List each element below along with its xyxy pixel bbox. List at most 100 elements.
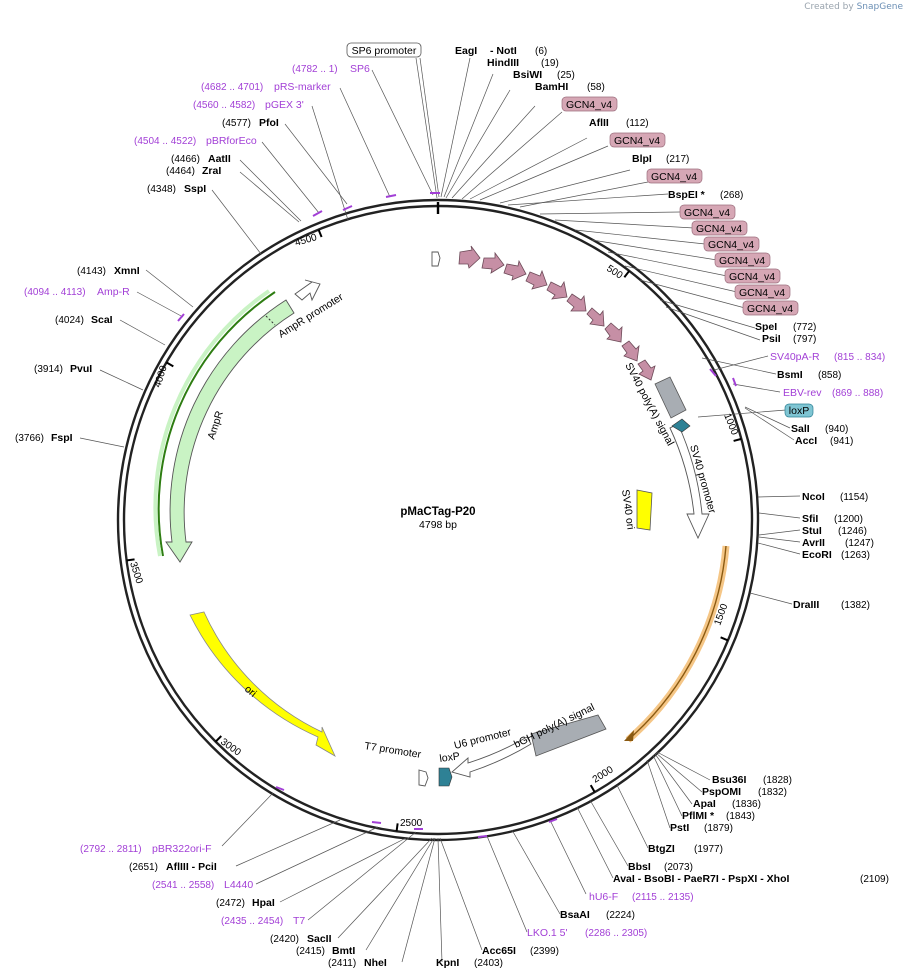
pos-spei: (772)	[793, 322, 816, 333]
label-prs-marker: pRS-marker	[274, 81, 331, 93]
label-ebv-rev: EBV-rev	[783, 387, 822, 399]
label-psii: PsiI	[762, 333, 781, 345]
tick-label-4500: 4500	[294, 232, 319, 249]
pos-psti: (1879)	[704, 823, 733, 834]
label-gcn4-1: GCN4_v4	[566, 99, 612, 111]
pos-noti: (6)	[535, 46, 547, 57]
pos-kpni: (2403)	[474, 958, 503, 969]
label-gcn4-5: GCN4_v4	[696, 223, 742, 235]
label-pbrforeco: pBRforEco	[206, 135, 257, 147]
pos-ncoi: (1154)	[840, 492, 868, 503]
label-blpi: BlpI	[632, 153, 652, 165]
pos-pgex3: (4560 .. 4582)	[193, 100, 255, 111]
ampr-outline-arc	[157, 291, 276, 557]
label-nhei: NheI	[364, 957, 387, 969]
snapgene-logo-text: SnapGene	[856, 2, 903, 12]
plasmid-length: 4798 bp	[419, 519, 457, 531]
feature-ampr: AmpR	[205, 409, 226, 441]
feature-loxp-bottom: loxP	[439, 750, 461, 765]
pos-scai: (4024)	[55, 315, 84, 326]
label-gcn4-9: GCN4_v4	[739, 287, 785, 299]
pos-pspomi: (1832)	[758, 787, 787, 798]
pos-ebv-rev: (869 .. 888)	[832, 388, 883, 399]
label-afliii: AflIII - PciI	[166, 861, 217, 873]
label-bbsi: BbsI	[628, 861, 651, 873]
pos-pbrforeco: (4504 .. 4522)	[134, 136, 196, 147]
tick-mark-2500	[395, 823, 399, 832]
orange-feature-arrowhead	[624, 730, 634, 741]
pos-fspi: (3766)	[15, 433, 44, 444]
label-avrii: AvrII	[802, 537, 825, 549]
pos-t7: (2435 .. 2454)	[221, 916, 283, 927]
snapgene-credit: Created by SnapGene	[804, 2, 903, 12]
label-gcn4-7: GCN4_v4	[719, 255, 765, 267]
label-ecori: EcoRI	[802, 549, 832, 561]
pos-prs-marker: (4682 .. 4701)	[201, 82, 263, 93]
pos-stui: (1246)	[838, 526, 867, 537]
label-xmni: XmnI	[114, 265, 140, 277]
t7-promoter-arrow	[418, 769, 429, 787]
primer-marks	[177, 192, 737, 838]
label-sp6-promoter: SP6 promoter	[352, 45, 417, 57]
sp6-promoter-arrow	[431, 251, 441, 267]
pos-acci: (941)	[830, 436, 853, 447]
label-eagi: EagI	[455, 45, 477, 57]
label-bsiwi: BsiWI	[513, 69, 542, 81]
label-sacii: SacII	[307, 933, 332, 945]
pos-pflmi: (1843)	[726, 811, 755, 822]
label-gcn4-3: GCN4_v4	[651, 171, 697, 183]
label-bspei: BspEI *	[668, 189, 706, 201]
tick-mark-3500	[126, 558, 135, 562]
label-sv40pa-r: SV40pA-R	[770, 351, 820, 363]
pos-pfoi: (4577)	[222, 118, 251, 129]
label-bamhi: BamHI	[535, 81, 568, 93]
pos-apai: (1836)	[732, 799, 761, 810]
pos-bsaai: (2224)	[606, 910, 635, 921]
pos-sp6: (4782 .. 1)	[292, 64, 338, 75]
label-scai: ScaI	[91, 314, 113, 326]
pos-bsu36i: (1828)	[763, 775, 792, 786]
pos-hu6-f: (2115 .. 2135)	[632, 892, 694, 903]
orange-feature-arc	[627, 545, 727, 741]
feature-t7-promoter: T7 promoter	[364, 740, 423, 761]
label-t7: T7	[293, 915, 305, 927]
ampr-promoter-arrow	[294, 279, 321, 302]
sv40-polya-feature	[654, 376, 687, 419]
pos-ecori: (1263)	[841, 550, 870, 561]
label-gcn4-2: GCN4_v4	[614, 135, 660, 147]
label-sspi: SspI	[184, 183, 206, 195]
label-pvui: PvuI	[70, 363, 92, 375]
label-bsmi: BsmI	[777, 369, 803, 381]
pos-pbr322ori: (2792 .. 2811)	[80, 844, 142, 855]
gcn4-arrow-chain	[458, 245, 656, 381]
label-bsaai: BsaAI	[560, 909, 590, 921]
label-pfoi: PfoI	[259, 117, 279, 129]
label-sp6: SP6	[350, 63, 370, 75]
label-noti: - NotI	[490, 45, 517, 57]
tick-mark-3000	[214, 735, 222, 743]
pos-psii: (797)	[793, 334, 816, 345]
label-avai-group: AvaI - BsoBI - PaeR7I - PspXI - XhoI	[613, 873, 789, 885]
label-draiii: DraIII	[793, 599, 819, 611]
pos-btgzi: (1977)	[694, 844, 723, 855]
credit-text: Created by	[804, 2, 854, 12]
plasmid-name: pMaCTag-P20	[400, 506, 475, 518]
pos-bmti: (2415)	[296, 946, 325, 957]
tick-label-4000: 4000	[152, 364, 169, 389]
label-aatii: AatII	[208, 153, 231, 165]
pos-xmni: (4143)	[77, 266, 106, 277]
tick-label-2500: 2500	[400, 818, 423, 829]
pos-avrii: (1247)	[845, 538, 874, 549]
label-gcn4-10: GCN4_v4	[747, 303, 793, 315]
label-l4440: L4440	[224, 879, 253, 891]
pos-zrai: (4464)	[166, 166, 195, 177]
pos-bsiwi: (25)	[557, 70, 575, 81]
label-zrai: ZraI	[202, 165, 221, 177]
tick-mark-4500	[317, 229, 323, 238]
pos-afliii: (2651)	[129, 862, 158, 873]
ampr-highlight-arc	[153, 289, 271, 557]
label-btgzi: BtgZI	[648, 843, 675, 855]
pos-bsmi: (858)	[818, 370, 841, 381]
tick-label-1000: 1000	[721, 412, 740, 437]
pos-nhei: (2411)	[328, 958, 356, 969]
